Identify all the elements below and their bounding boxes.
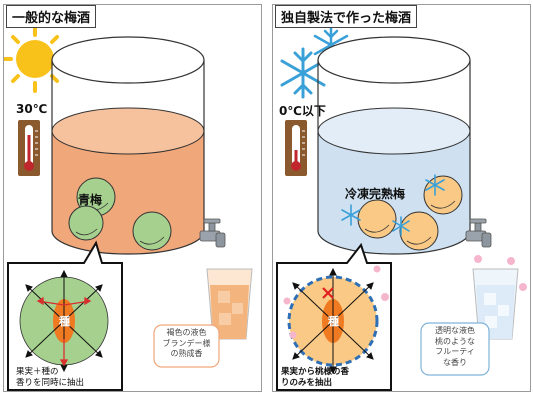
snowflake-icon [425,174,445,196]
glass-note-box [153,324,220,368]
right-illustration [276,25,527,391]
left-illustration [4,25,253,391]
sun-icon [4,25,68,93]
tank [317,36,471,255]
right-panel: 独自製法で作った梅酒 [272,4,531,392]
snowflake-icon [341,204,361,226]
tap-icon [199,218,226,248]
blossom-icon [283,265,389,339]
tap-icon [465,218,492,248]
tank-label: 冷凍完熟梅 [345,187,406,201]
temperature-label: 30℃ [16,102,48,116]
thermometer-hot-icon [18,120,40,176]
left-panel-title: 一般的な梅酒 [6,5,97,28]
thermometer-cold-icon [285,120,307,176]
seed-label: 種 [328,315,339,328]
glass-note-box [420,322,490,376]
seed-label: 種 [59,315,70,328]
glass-note: 透明な液色 桃のような フルーティ な香り [435,326,475,367]
frozen-plum [357,199,397,239]
frozen-plum [399,211,439,251]
inset-caption: 果実＋種の 香りを同時に抽出 [16,367,85,388]
glass-icon [206,268,253,340]
right-panel-title: 独自製法で作った梅酒 [275,5,418,28]
cross-mark-icon [322,287,334,299]
snowflake-icon [392,216,410,236]
left-panel: 一般的な梅酒 [3,4,262,392]
green-plum [68,205,104,241]
blossom-icon [474,255,527,291]
snowflake-icon [280,47,326,99]
inset-box [7,240,123,391]
inset-caption: 果実から桃様の香 りのみを抽出 [281,367,350,388]
green-plum [132,211,172,251]
glass-note: 褐色の液色 ブランデー様 の熟成香 [162,328,211,358]
inset-box [276,242,392,391]
temperature-label: 0℃以下 [279,104,326,118]
tank-label: 青梅 [78,193,103,207]
